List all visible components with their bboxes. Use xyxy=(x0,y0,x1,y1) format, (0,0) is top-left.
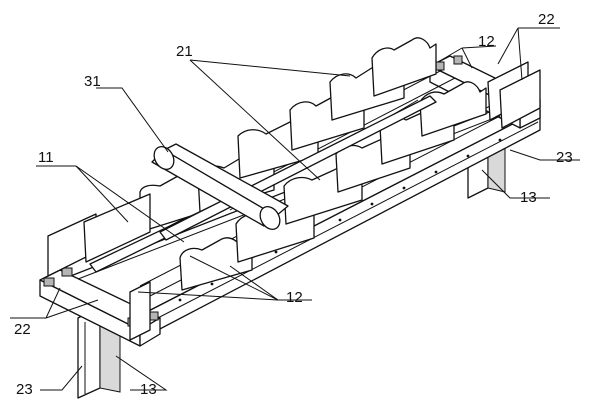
label-12-bottom: 12 xyxy=(286,289,303,306)
label-31: 31 xyxy=(84,73,101,90)
label-21: 21 xyxy=(176,43,193,60)
label-13-left: 13 xyxy=(140,381,157,398)
label-23-right: 23 xyxy=(556,149,573,166)
label-11: 11 xyxy=(38,149,54,166)
roller-31 xyxy=(151,143,289,230)
right-guide-plates xyxy=(487,61,541,129)
label-13-right: 13 xyxy=(520,189,537,206)
label-12-top: 12 xyxy=(478,33,495,50)
left-guide-plates xyxy=(47,193,151,341)
reference-numerals: 31 21 12 22 23 13 11 12 22 23 13 xyxy=(14,11,573,398)
front-baffles xyxy=(179,81,487,291)
leader-lines xyxy=(10,27,580,391)
label-22-top: 22 xyxy=(538,11,555,28)
label-22-bottom: 22 xyxy=(14,321,31,338)
label-23-left: 23 xyxy=(16,381,33,398)
